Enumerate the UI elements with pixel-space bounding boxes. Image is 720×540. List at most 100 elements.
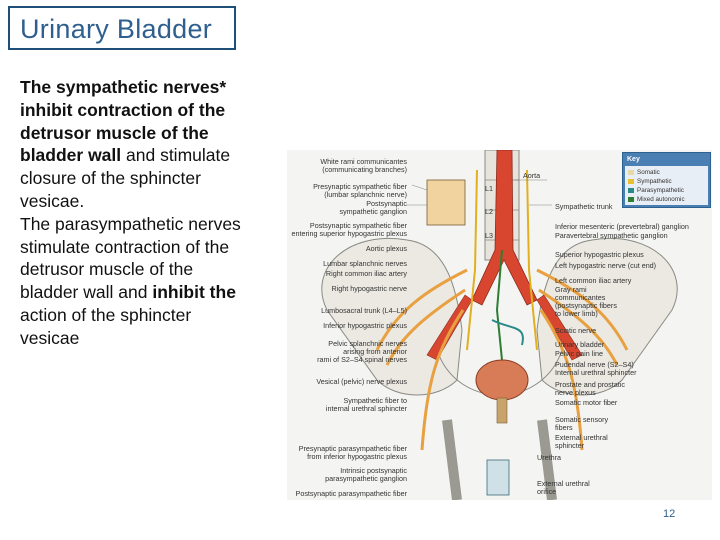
figure-label-left: Aortic plexus — [365, 244, 407, 253]
body-text-run: and — [113, 282, 153, 303]
vertebra-label: L1 — [485, 184, 493, 193]
body-line: detrusor muscle of the — [20, 258, 270, 281]
key-item-label: Parasympathetic — [637, 187, 684, 194]
figure-label-right: Pudendal nerve (S2–S4) — [555, 360, 634, 369]
anatomy-illustration — [321, 150, 678, 500]
figure-label-right: Urinary bladder — [555, 340, 605, 349]
figure-label-left: from inferior hypogastric plexus — [307, 452, 407, 461]
figure-label-left: (communicating branches) — [322, 165, 407, 174]
figure-label-right: Paravertebral sympathetic ganglion — [555, 231, 668, 240]
figure-label-left: parasympathetic ganglion — [325, 474, 407, 483]
figure-label-right: Aorta — [523, 171, 541, 180]
figure-label-right: Sciatic nerve — [555, 326, 597, 335]
figure-label-left: Right hypogastric nerve — [331, 284, 407, 293]
key-item: Somatic — [628, 169, 660, 176]
page-number: 12 — [663, 508, 676, 520]
body-line: bladder wall and inhibit the — [20, 281, 270, 304]
figure-label-right: Inferior mesenteric (prevertebral) gangl… — [555, 222, 689, 231]
figure-label-left: arising from anterior — [343, 347, 407, 356]
figure-label-left: Right common iliac artery — [325, 269, 407, 278]
figure-label-right: sphincter — [555, 441, 585, 450]
body-line: action of the sphincter — [20, 304, 270, 327]
figure-label-right: Urethra — [537, 453, 561, 462]
figure-label-right: Prostate and prostatic — [555, 380, 625, 389]
key-item-label: Somatic — [637, 169, 660, 176]
key-title: Key — [627, 156, 640, 163]
body-text-run: The sympathetic nerves* — [20, 77, 227, 97]
key-swatch — [628, 196, 634, 202]
figure-label-right: Pelvic pain line — [555, 349, 603, 358]
figure-label-left: Postsynaptic — [366, 199, 407, 208]
body-line: inhibit contraction of the — [20, 99, 270, 122]
body-text-run: bladder wall — [20, 145, 122, 166]
figure-label-left: Postsynaptic parasympathetic fiber — [295, 489, 407, 498]
body-text-run: detrusor muscle of the — [20, 122, 209, 143]
figure-label-right: fibers — [555, 423, 573, 432]
body-text-run: closure of the sphincter — [20, 168, 201, 189]
figure-label-left: entering superior hypogastric plexus — [291, 229, 407, 238]
figure-label-right: communicantes — [555, 293, 606, 302]
figure-label-left: sympathetic ganglion — [339, 207, 407, 216]
vertebra-label: L2 — [485, 207, 493, 216]
figure-label-right: Internal urethral sphincter — [555, 368, 637, 377]
body-text-run: inhibit the — [152, 282, 236, 303]
figure-label-left: rami of S2–S4 spinal nerves — [317, 355, 407, 364]
body-line: bladder wall and stimulate — [20, 144, 270, 167]
body-text-run: The parasympathetic nerves — [20, 213, 241, 234]
figure-label-left: Intrinsic postsynaptic — [340, 466, 407, 475]
body-text-run: detrusor muscle of the — [20, 259, 194, 280]
body-text-run: inhibit contraction of the — [20, 99, 226, 120]
figure-label-left: (lumbar splanchnic nerve) — [324, 190, 407, 199]
body-line: The sympathetic nerves* — [20, 76, 270, 99]
body-text-run: bladder wall — [20, 282, 114, 303]
body-line: vesicae — [20, 327, 270, 350]
figure-label-left: internal urethral sphincter — [325, 404, 407, 413]
figure-label-left: Presynaptic sympathetic fiber — [313, 182, 407, 191]
figure-label-right: (postsynaptic fibers — [555, 301, 617, 310]
body-text-run: and stimulate — [121, 145, 231, 166]
figure-label-left: Sympathetic fiber to — [343, 396, 407, 405]
figure-label-right: to lower limb) — [555, 309, 598, 318]
figure-label-left: Inferior hypogastric plexus — [323, 321, 407, 330]
figure-label-left: Vesical (pelvic) nerve plexus — [316, 377, 407, 386]
figure-label-left: Postsynaptic sympathetic fiber — [309, 221, 407, 230]
key-swatch — [628, 187, 634, 193]
figure-label-right: Sympathetic trunk — [555, 202, 613, 211]
key-item-label: Sympathetic — [637, 178, 672, 185]
figure-label-left: Lumbar splanchnic nerves — [323, 259, 407, 268]
body-line: closure of the sphincter — [20, 167, 270, 190]
key-item: Sympathetic — [628, 178, 672, 185]
figure-label-right: orifice — [537, 487, 557, 496]
figure-label-right: External urethral — [537, 479, 590, 488]
key-item: Parasympathetic — [628, 187, 684, 194]
bladder-innervation-diagram: White rami communicantes(communicating b… — [287, 150, 712, 500]
body-line: The parasympathetic nerves — [20, 213, 270, 236]
figure-label-right: Left common iliac artery — [555, 276, 632, 285]
figure-label-right: Somatic motor fiber — [555, 398, 618, 407]
body-line: detrusor muscle of the — [20, 122, 270, 145]
slide-title: Urinary Bladder — [20, 14, 213, 44]
body-text-run: action of the sphincter — [20, 304, 192, 325]
figure-label-left: Presynaptic parasympathetic fiber — [298, 444, 407, 453]
body-text-run: vesicae — [20, 327, 80, 348]
figure-label-right: nerve plexus — [555, 388, 596, 397]
vertebra-label: L3 — [485, 231, 493, 240]
figure-label-left: White rami communicantes — [320, 157, 407, 166]
figure-label-left: Lumbosacral trunk (L4–L5) — [321, 306, 407, 315]
body-line: stimulate contraction of the — [20, 236, 270, 259]
body-paragraph: The sympathetic nerves*inhibit contracti… — [20, 76, 270, 350]
key-swatch — [628, 178, 634, 184]
figure-label-left: Pelvic splanchnic nerves — [328, 339, 407, 348]
figure-label-right: Left hypogastric nerve (cut end) — [555, 261, 657, 270]
body-text-run: stimulate contraction of the — [20, 236, 230, 257]
figure-label-right: Superior hypogastric plexus — [555, 250, 644, 259]
body-text-run: vesicae. — [20, 190, 85, 211]
figure-label-right: Gray rami — [555, 285, 587, 294]
figure-label-right: Somatic sensory — [555, 415, 609, 424]
key-item-label: Mixed autonomic — [637, 196, 685, 203]
slide-title-box: Urinary Bladder — [8, 6, 236, 50]
body-line: vesicae. — [20, 190, 270, 213]
key-item: Mixed autonomic — [628, 196, 685, 203]
